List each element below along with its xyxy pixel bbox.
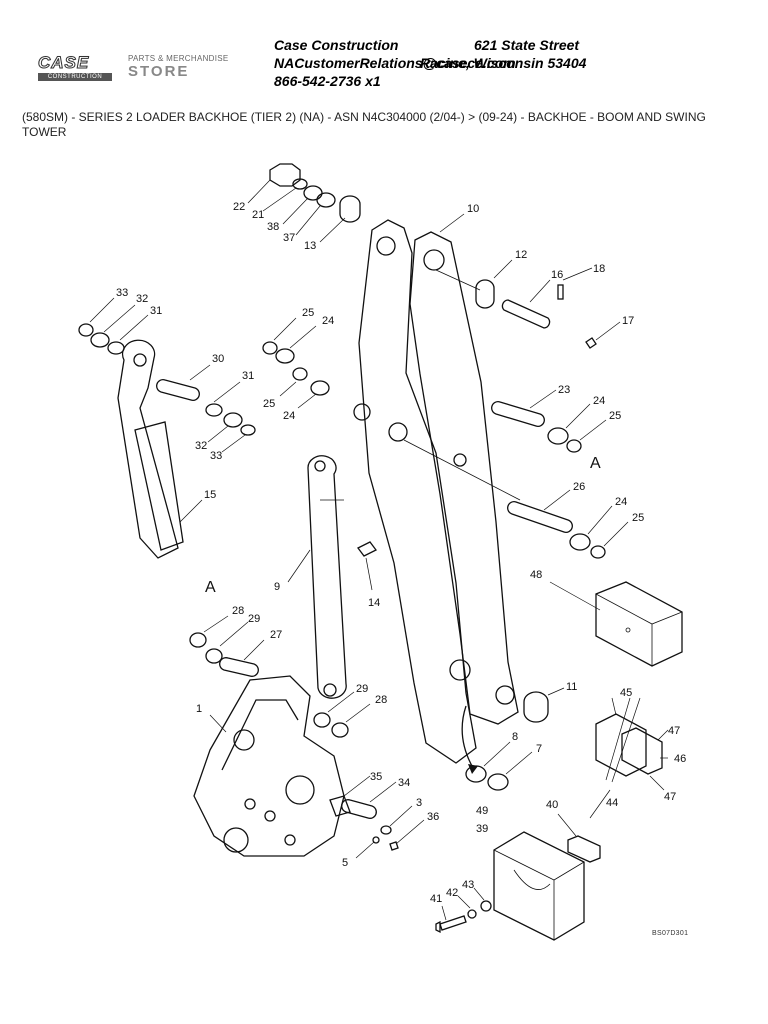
callout-44: 44 — [606, 797, 618, 809]
callout-3: 3 — [416, 797, 422, 809]
stop-block-39 — [493, 831, 585, 941]
callout-32-bottom: 32 — [195, 440, 207, 452]
contact-email: NACustomerRelations@casece.com — [274, 55, 516, 71]
page-header: CASE CONSTRUCTION PARTS & MERCHANDISE ST… — [0, 0, 768, 100]
swing-cylinder-15 — [78, 297, 256, 559]
callout-33-top: 33 — [116, 287, 128, 299]
callout-22: 22 — [233, 201, 245, 213]
callout-11: 11 — [566, 681, 577, 693]
callout-31-bottom: 31 — [242, 370, 254, 382]
callout-32-top: 32 — [136, 293, 148, 305]
callout-15: 15 — [204, 489, 216, 501]
washers-8-7 — [465, 741, 533, 791]
washers-29-28 — [313, 691, 371, 738]
callout-41: 41 — [430, 893, 442, 905]
callout-25-mid: 25 — [263, 398, 275, 410]
callout-18: 18 — [593, 263, 605, 275]
street-address: 621 State Street — [474, 37, 580, 53]
callout-25-lower: 25 — [632, 512, 644, 524]
callout-10: 10 — [467, 203, 479, 215]
store-logo-top: PARTS & MERCHANDISE — [128, 54, 229, 63]
callout-39: 39 — [476, 823, 488, 835]
shim-40 — [557, 813, 601, 863]
bushing-11 — [523, 687, 565, 723]
callout-36: 36 — [427, 811, 439, 823]
callout-31-top: 31 — [150, 305, 162, 317]
callout-42: 42 — [446, 887, 458, 899]
callout-16: 16 — [551, 269, 563, 281]
callout-47-top: 47 — [668, 725, 680, 737]
callout-45: 45 — [620, 687, 632, 699]
parts-diagram: 22 21 38 37 13 10 12 16 18 17 — [0, 150, 768, 950]
callout-34: 34 — [398, 777, 410, 789]
parts-store-logo: PARTS & MERCHANDISE STORE — [128, 54, 268, 84]
pin-23-hardware — [491, 389, 607, 453]
wear-pad-48 — [549, 581, 683, 667]
callout-47-bottom: 47 — [664, 791, 676, 803]
store-logo-main: STORE — [128, 63, 190, 80]
callout-27: 27 — [270, 629, 282, 641]
callout-24-right: 24 — [593, 395, 605, 407]
callout-24-mid: 24 — [283, 410, 295, 422]
callout-8: 8 — [512, 731, 518, 743]
swing-direction-arrow — [461, 705, 473, 767]
callout-49: 49 — [476, 805, 488, 817]
callout-48: 48 — [530, 569, 542, 581]
callout-24-lower: 24 — [615, 496, 627, 508]
callout-7: 7 — [536, 743, 542, 755]
wear-pads-45-47 — [589, 697, 669, 819]
city-state-zip: Racine, Wisconsin 53404 — [420, 55, 587, 71]
company-name: Case Construction — [274, 37, 399, 53]
pin-26-hardware — [507, 489, 629, 559]
callout-43: 43 — [462, 879, 474, 891]
callout-37: 37 — [283, 232, 295, 244]
boom-top-hardware — [247, 163, 361, 243]
document-title: (580SM) - SERIES 2 LOADER BACKHOE (TIER … — [22, 110, 706, 139]
callout-24-top: 24 — [322, 315, 334, 327]
callout-13: 13 — [304, 240, 316, 252]
pin-34-hardware — [329, 775, 425, 859]
contact-phone: 866-542-2736 x1 — [274, 73, 381, 89]
bolt-41-hardware — [435, 887, 492, 934]
parts-diagram-svg: 22 21 38 37 13 10 12 16 18 17 — [78, 163, 686, 941]
callout-23: 23 — [558, 384, 570, 396]
callout-38: 38 — [267, 221, 279, 233]
callout-9: 9 — [274, 581, 280, 593]
pin-hardware-right — [475, 259, 621, 349]
callout-14: 14 — [368, 597, 380, 609]
callout-21: 21 — [252, 209, 264, 221]
callout-25-right: 25 — [609, 410, 621, 422]
pin-27-hardware — [189, 615, 265, 677]
callout-a-right: A — [590, 455, 601, 472]
callout-46: 46 — [674, 753, 686, 765]
callout-29-bottom: 29 — [356, 683, 368, 695]
callout-26: 26 — [573, 481, 585, 493]
callout-a-left: A — [205, 579, 216, 596]
callout-40: 40 — [546, 799, 558, 811]
boom-assembly — [353, 213, 521, 764]
diagram-code: BS07D301 — [652, 930, 689, 937]
callout-35: 35 — [370, 771, 382, 783]
callout-17: 17 — [622, 315, 634, 327]
callout-28-top: 28 — [232, 605, 244, 617]
case-logo-text: CASE — [38, 53, 90, 72]
callout-25-top: 25 — [302, 307, 314, 319]
callout-30: 30 — [212, 353, 224, 365]
callout-5: 5 — [342, 857, 348, 869]
washers-middle — [262, 317, 330, 409]
boom-cylinder-9 — [287, 455, 347, 699]
callout-29-top: 29 — [248, 613, 260, 625]
case-logo-subtext: CONSTRUCTION — [38, 73, 112, 81]
callout-33-bottom: 33 — [210, 450, 222, 462]
swing-tower-1 — [193, 675, 345, 857]
callout-28-bottom: 28 — [375, 694, 387, 706]
fitting-14 — [357, 541, 377, 591]
callout-1: 1 — [196, 703, 202, 715]
case-logo: CASE CONSTRUCTION — [38, 53, 112, 81]
callout-12: 12 — [515, 249, 527, 261]
